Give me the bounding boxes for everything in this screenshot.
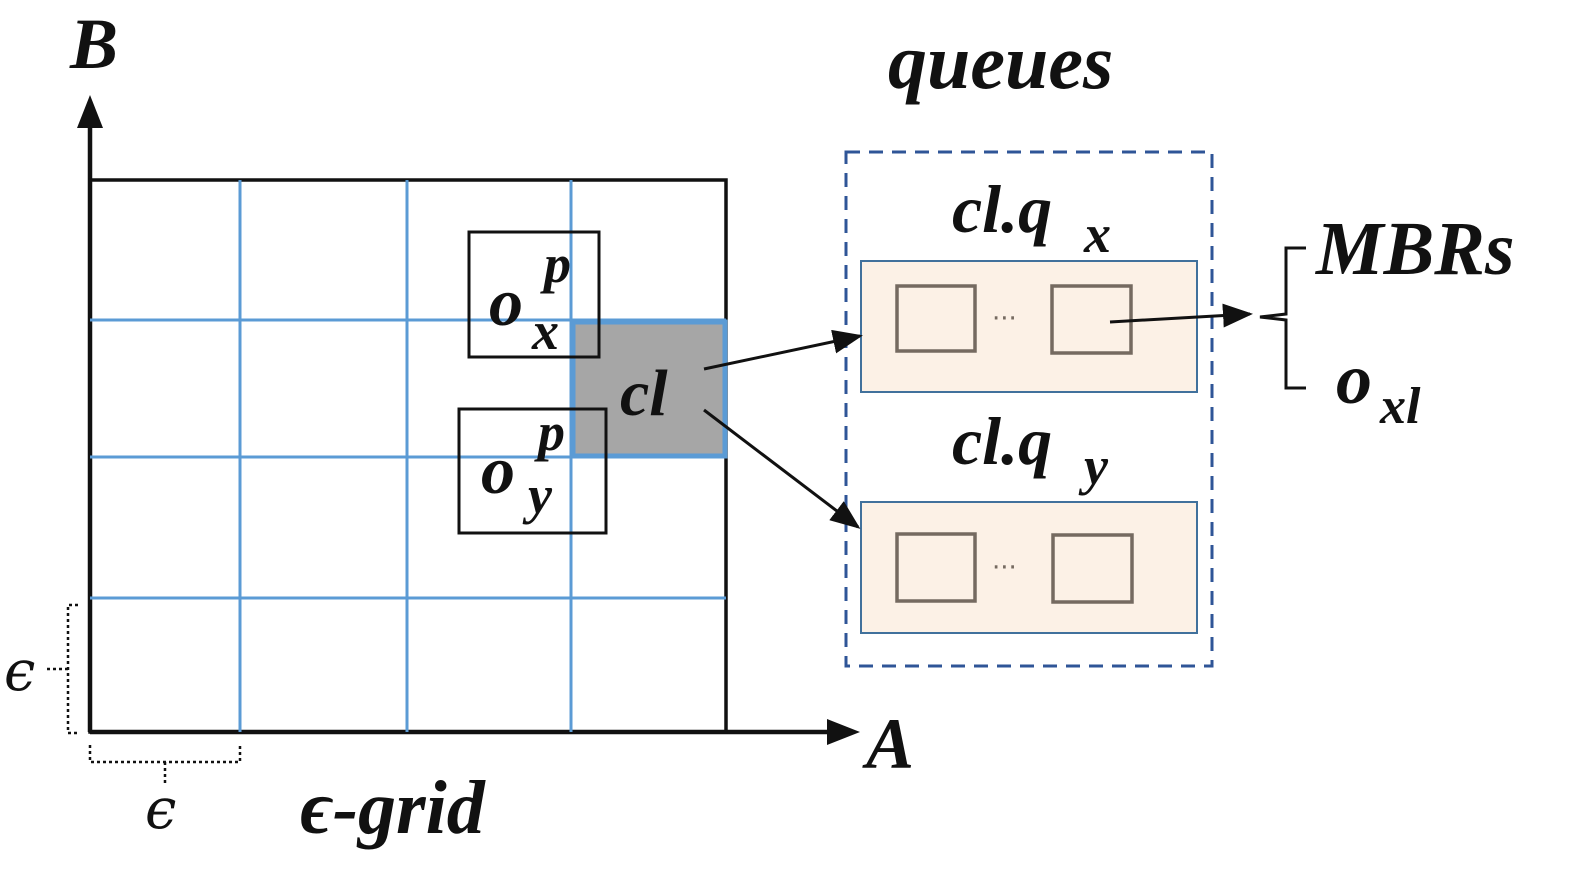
object-ox-superscript: p [540,234,571,294]
queues-panel: queues cl.q x ··· cl.q y ··· [844,18,1214,668]
queue-qx-mbr-first [895,284,977,353]
legend-brace [1259,246,1306,390]
arrow-mbr-to-legend [1109,303,1253,328]
object-ox-box [467,230,601,359]
epsilon-braces: ϵ ϵ ϵ-grid [4,603,486,850]
object-ox-label: o [489,264,523,340]
queue-qy-mbr-first [895,532,977,603]
queues-dashed-border [844,150,1214,668]
legend-oxl-base: o [1336,339,1372,419]
queue-qx-text: cl.q [952,171,1052,247]
arrows [703,303,1253,529]
queue-qy-box [860,501,1198,634]
queue-qy-ellipsis: ··· [992,553,1017,583]
arrow-cl-to-qy [703,408,861,529]
object-oy: o p y [457,402,608,535]
epsilon-y-brace [44,603,78,735]
queue-qy-label: cl.q [952,403,1052,479]
y-axis-label: B [69,4,118,84]
queue-qx-ellipsis: ··· [992,304,1017,334]
x-axis-arrowhead [827,719,860,745]
queue-qx-box [860,260,1198,393]
y-axis-arrowhead [77,95,103,128]
object-ox-subscript: x [531,301,559,361]
axes: B A [69,4,914,784]
legend-mbrs-label: MBRs [1315,207,1515,291]
queue-qy-text: cl.q [952,403,1052,479]
cell-cl: cl [570,319,728,459]
epsilon-x-brace [88,745,242,785]
object-oy-base: o [481,432,515,508]
object-ox-base: o [489,264,523,340]
queue-qy-mbr-last [1051,533,1134,604]
queues-title: queues [888,18,1113,105]
legend-oxl-label: o [1336,339,1372,419]
queue-qy-subscript: y [1078,436,1109,496]
queue-qx-label: cl.q [952,171,1052,247]
arrow-cl-to-qx [703,329,863,371]
object-oy-label: o [481,432,515,508]
mbr-legend: MBRs o xl [1259,207,1515,435]
object-oy-box [457,407,608,535]
object-ox: o p x [467,230,601,361]
legend-oxl-subscript: xl [1379,378,1421,435]
queue-qx-subscript: x [1083,204,1111,264]
object-oy-subscript: y [522,465,553,525]
epsilon-y-label: ϵ [4,639,35,704]
grid-caption: ϵ-grid [300,766,486,850]
x-axis-label: A [862,704,914,784]
epsilon-x-label: ϵ [145,777,176,842]
cell-cl-label: cl [620,357,668,430]
object-oy-superscript: p [534,402,565,462]
cell-cl-border [570,319,728,459]
